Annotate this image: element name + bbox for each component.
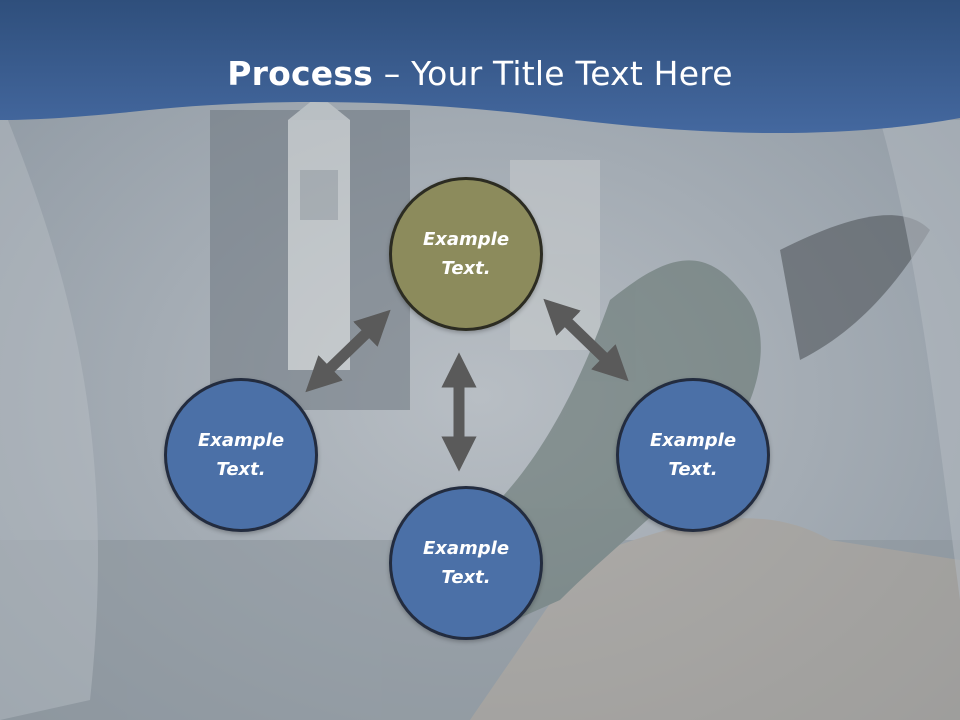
node-label-bottom: Example Text. (422, 538, 510, 588)
process-node-left[interactable]: Example Text. (164, 378, 318, 532)
title-banner (0, 0, 960, 134)
process-node-bottom[interactable]: Example Text. (389, 486, 543, 640)
node-label-left: Example Text. (197, 430, 285, 480)
process-node-top[interactable]: Example Text. (389, 177, 543, 331)
arrow-top-left (305, 309, 391, 393)
node-label-top: Example Text. (422, 229, 510, 279)
slide-title: Process – Your Title Text Here (0, 52, 960, 96)
arrow-top-right (543, 298, 629, 382)
title-bold: Process (227, 54, 374, 93)
node-label-right: Example Text. (649, 430, 737, 480)
title-rest: – Your Title Text Here (373, 54, 733, 93)
process-node-right[interactable]: Example Text. (616, 378, 770, 532)
